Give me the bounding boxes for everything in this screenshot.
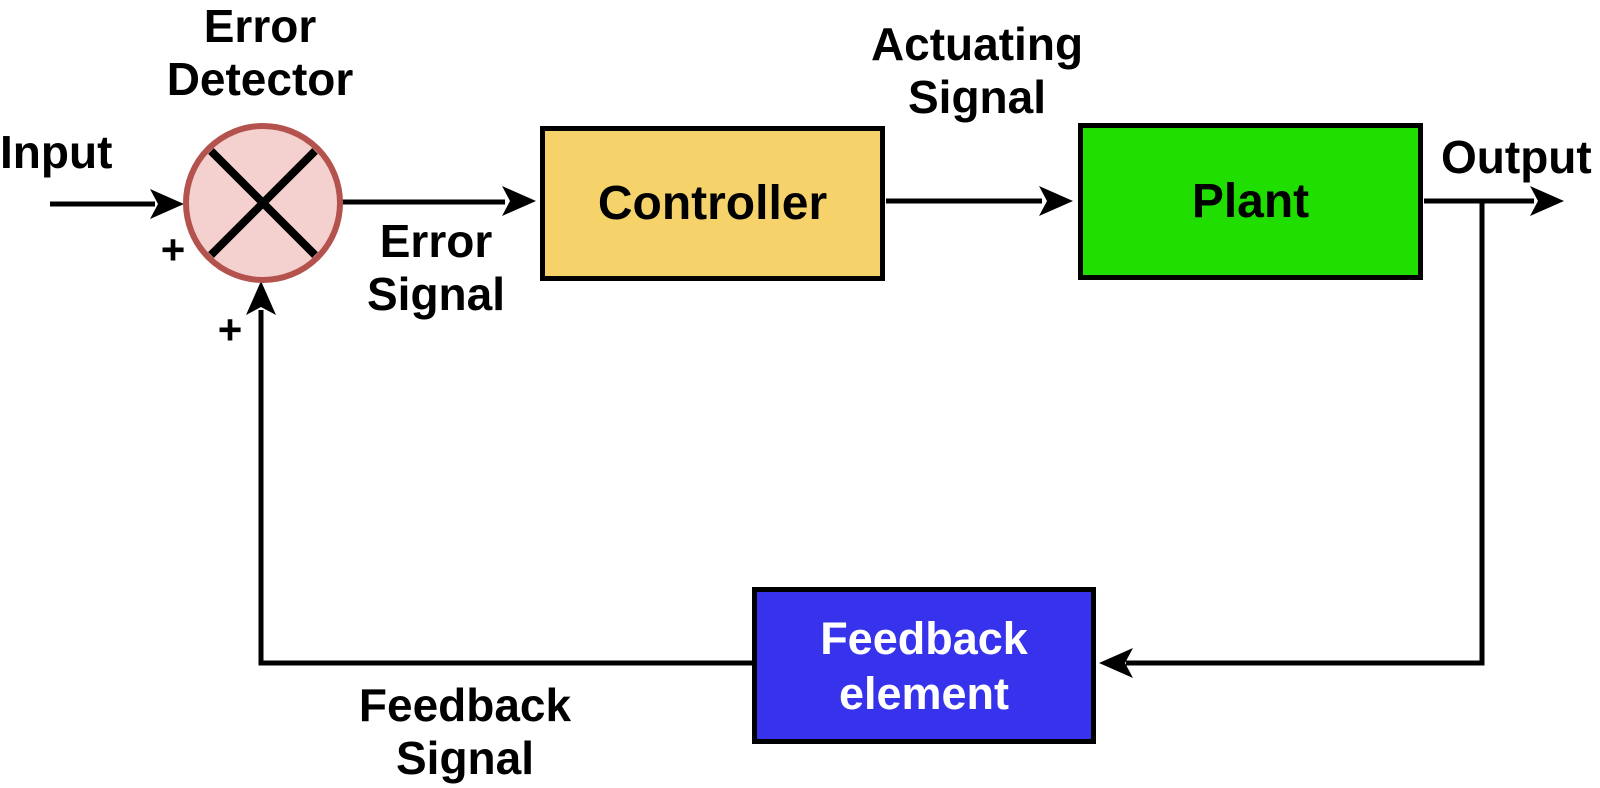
feedback-signal-label-line1: Feedback [358, 679, 572, 731]
error-detector-label-line1: Error [203, 0, 317, 52]
feedback-signal-label-line2: Signal [395, 732, 535, 784]
controller-block-label: Controller [597, 177, 828, 230]
feedback-signal-label: Feedback Signal [315, 679, 615, 785]
error-signal-label: Error Signal [316, 215, 556, 321]
feedback-return-arrowhead [246, 281, 276, 315]
error-detector-label-line2: Detector [166, 53, 354, 105]
input-arrowhead [150, 189, 184, 219]
feedback-return-wire [258, 310, 752, 666]
feedback-element-block: Feedback element [752, 587, 1096, 744]
error-signal-label-line1: Error [379, 215, 493, 267]
feedback-element-label-line2: element [838, 667, 1010, 719]
plant-block: Plant [1078, 123, 1423, 280]
error-detector-label: Error Detector [110, 0, 410, 106]
actuating-signal-label-line2: Signal [907, 71, 1047, 123]
output-branch-wire [1126, 201, 1485, 666]
plus-sign-lower: + [217, 306, 243, 353]
output-label: Output [1441, 131, 1592, 183]
input-label: Input [0, 126, 113, 178]
feedback-element-label-line1: Feedback [820, 612, 1028, 664]
actuating-signal-arrowhead [1039, 186, 1073, 216]
plant-block-label: Plant [1191, 175, 1310, 228]
error-signal-label-line2: Signal [366, 268, 506, 320]
output-arrowhead [1530, 186, 1564, 216]
error-signal-arrowhead [502, 186, 536, 216]
feedback-element-arrowhead [1099, 648, 1133, 678]
summing-junction [183, 123, 343, 283]
summing-junction-x-stroke-2 [208, 148, 318, 258]
actuating-signal-label: Actuating Signal [827, 18, 1127, 124]
controller-block: Controller [540, 126, 885, 281]
plus-sign-upper: + [160, 226, 186, 273]
actuating-signal-label-line1: Actuating [870, 18, 1084, 70]
